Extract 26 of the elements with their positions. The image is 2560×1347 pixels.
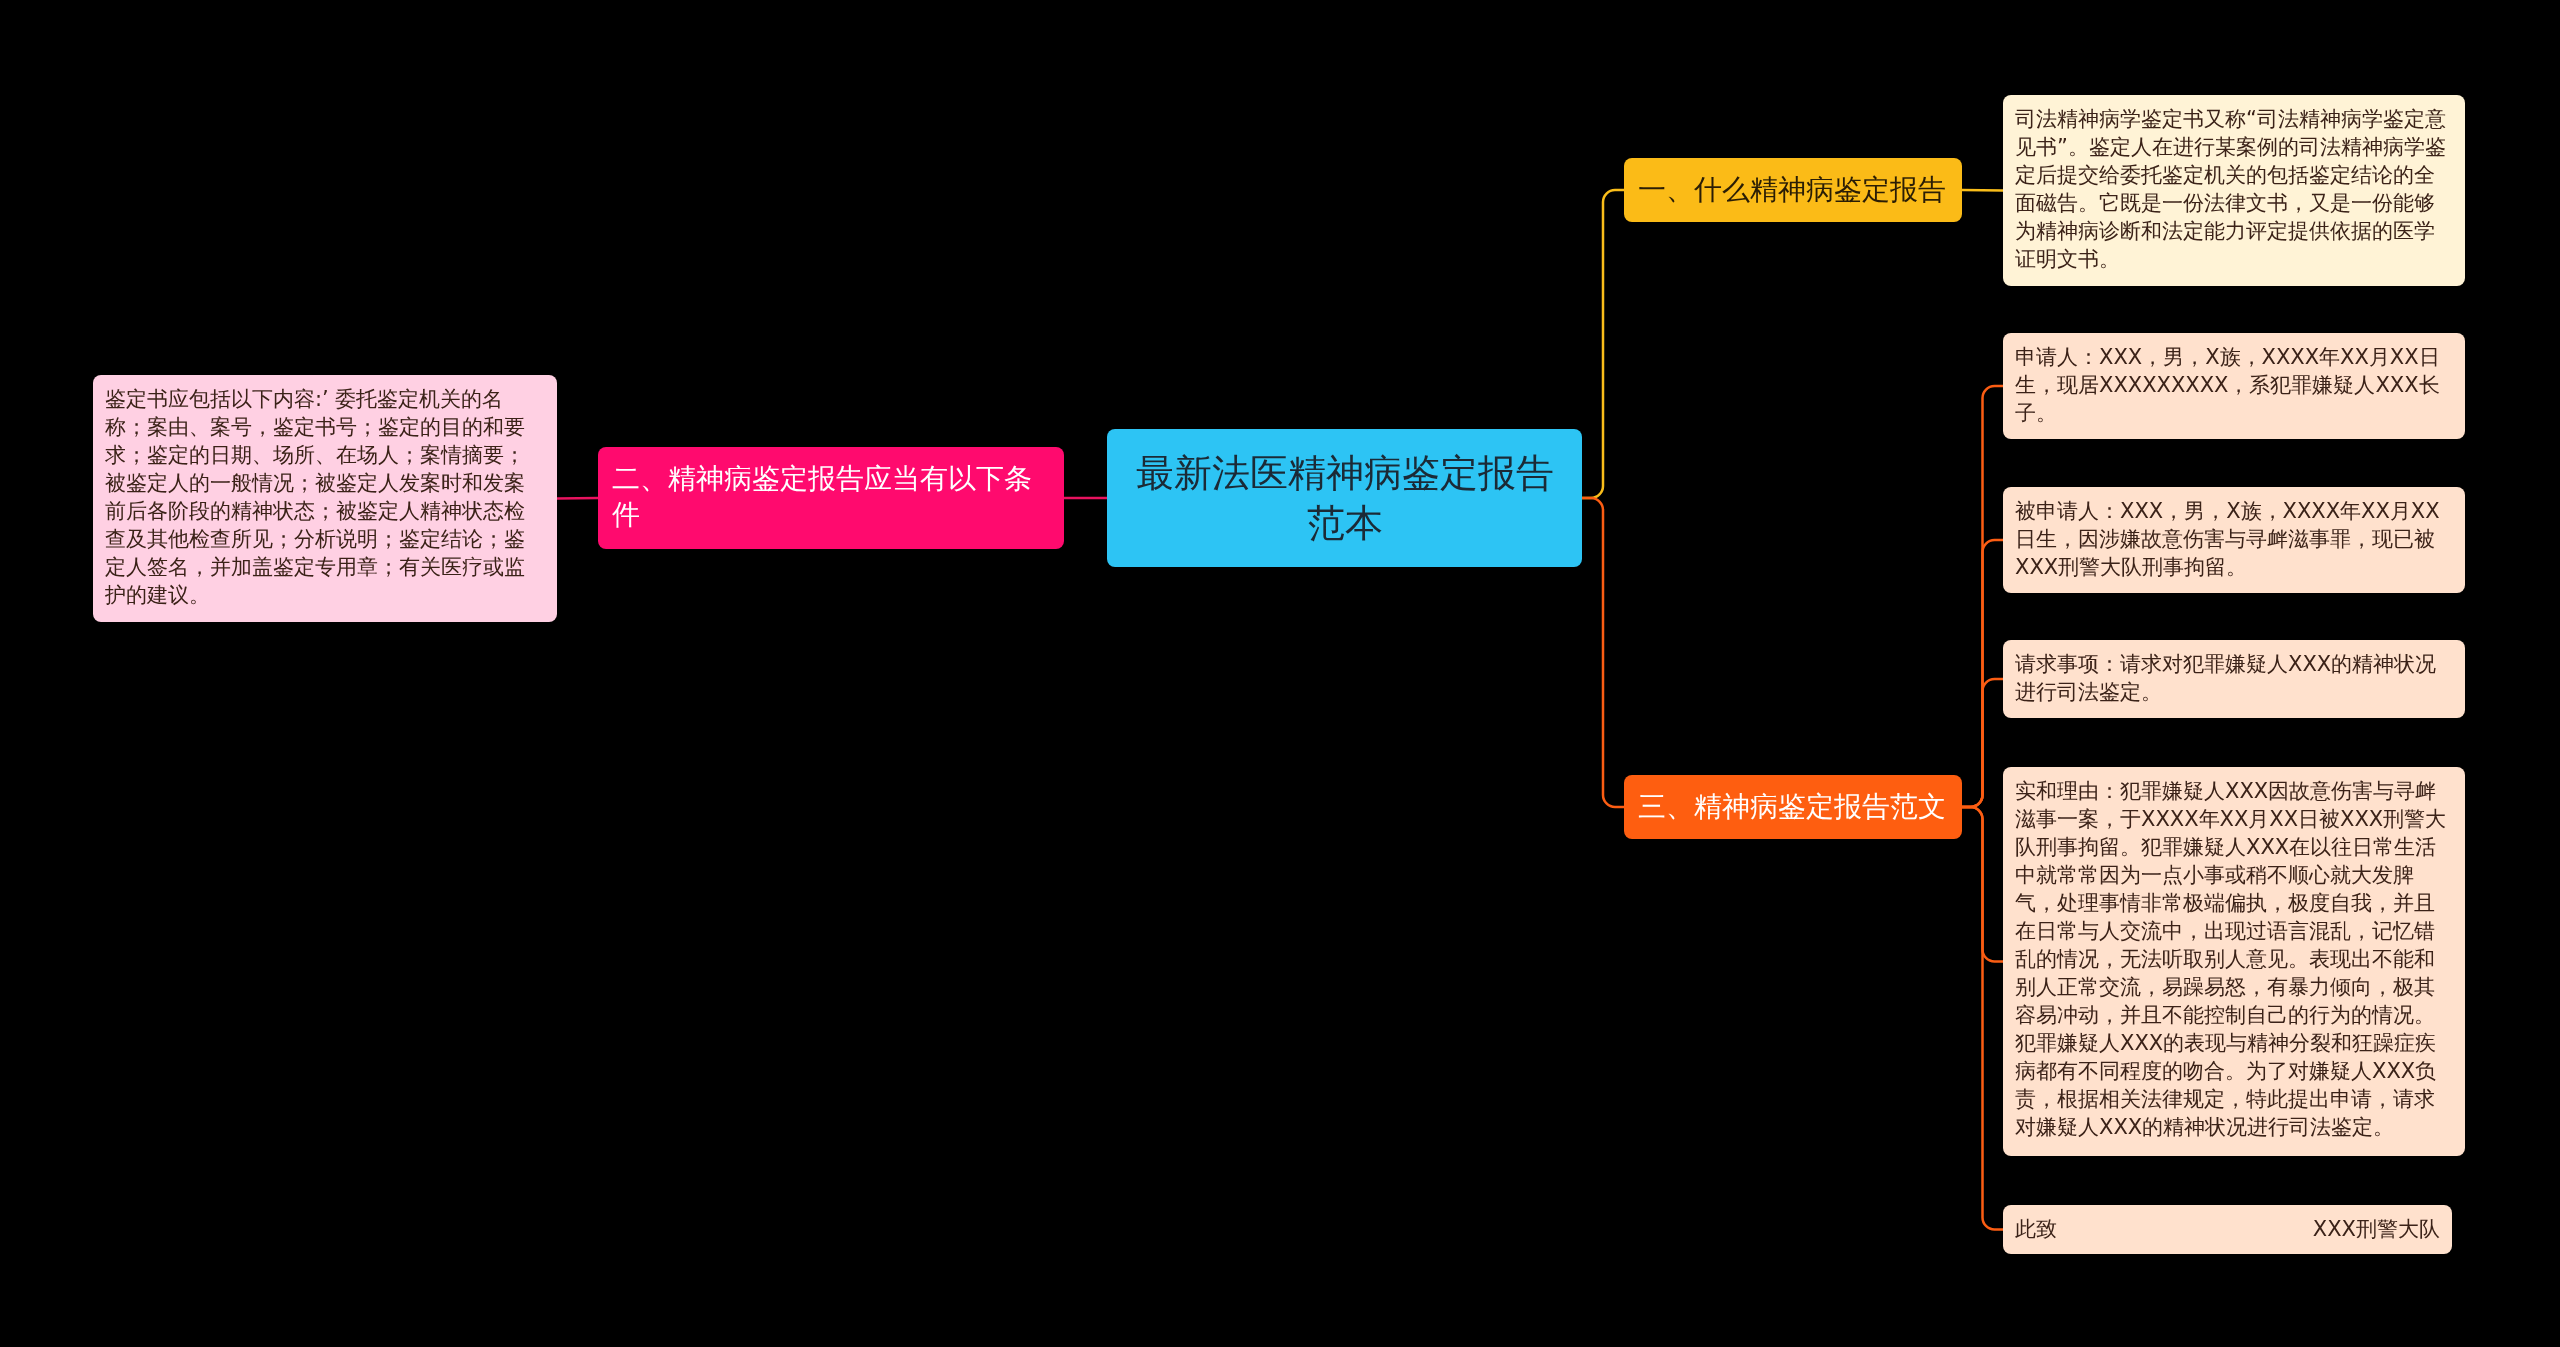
node-text: 最新法医精神病鉴定报告范本	[1134, 450, 1555, 547]
text-card	[93, 375, 557, 622]
text-card	[2003, 333, 2465, 439]
node-text: 申请人：XXX，男，X族，XXXX年XX月XX日生，现居XXXXXXXXX，系犯罪嫌疑人XXX长子。	[2015, 344, 2441, 427]
connector-line	[1582, 496, 1624, 809]
node-text: 请求事项：请求对犯罪嫌疑人XXX的精神状况进行司法鉴定。	[2015, 651, 2438, 706]
branch-topic-box	[1624, 775, 1962, 839]
text-card	[2003, 1205, 2452, 1254]
node-text: XXX刑警大队	[2312, 1216, 2440, 1243]
node-text: 三、精神病鉴定报告范文	[1638, 789, 1946, 825]
central-topic-box	[1107, 429, 1582, 567]
node-text: 司法精神病学鉴定书又称“司法精神病学鉴定意见书”。鉴定人在进行某案例的司法精神病学鉴定后提交给委托鉴定机关的包括鉴定结论的全面磁告。它既是一份法律文书，又是一份能够为精神病诊断和法定能力评定提供依据的医学证明文书。	[2015, 106, 2447, 273]
node-text: 鉴定书应包括以下内容:’ 委托鉴定机关的名称；案由、案号，鉴定书号；鉴定的目的和要求；鉴定的日期、场所、在场人；案情摘要；被鉴定人的一般情况；被鉴定人发案时和发案前后各阶段的精神状态；被鉴定人精神状态检查及其他检查所见；分析说明；鉴定结论；鉴定人签名，并加盖鉴定专用章；有关医疗或监护的建议。	[105, 386, 526, 609]
text-card	[2003, 487, 2465, 593]
connector-line	[1064, 496, 1107, 500]
node-text: 被申请人：XXX，男，X族，XXXX年XX月XX日生，因涉嫌故意伤害与寻衅滋事罪，现已被XXX刑警大队刑事拘留。	[2015, 498, 2441, 581]
text-card	[2003, 640, 2465, 718]
node-text: 一、什么精神病鉴定报告	[1638, 172, 1946, 208]
text-card	[2003, 95, 2465, 286]
node-text: 实和理由：犯罪嫌疑人XXX因故意伤害与寻衅滋事一案，于XXXX年XX月XX日被XXX刑警大队刑事拘留。犯罪嫌疑人XXX在以往日常生活中就常常因为一点小事或稍不顺心就大发脾气，处理事情非常极端偏执，极度自我，并且在日常与人交流中，出现过语言混乱，记忆错乱的情况，无法听取别人意见。表现出不能和别人正常交流，易躁易怒，有暴力倾向，极其容易冲动，并且不能控制自己的行为的情况。犯罪嫌疑人XXX的表现与精神分裂和狂躁症疾病都有不同程度的吻合。为了对嫌疑人XXX负责，根据相关法律规定，特此提出申请，请求对嫌疑人XXX的精神状况进行司法鉴定。	[2015, 778, 2448, 1141]
branch-topic-box	[1624, 158, 1962, 222]
connector-line	[1962, 188, 2003, 192]
node-text: 二、精神病鉴定报告应当有以下条件	[612, 461, 1033, 533]
connector-line	[557, 496, 598, 500]
branch-topic-box	[598, 447, 1064, 549]
node-text: 此致	[2015, 1216, 2057, 1243]
